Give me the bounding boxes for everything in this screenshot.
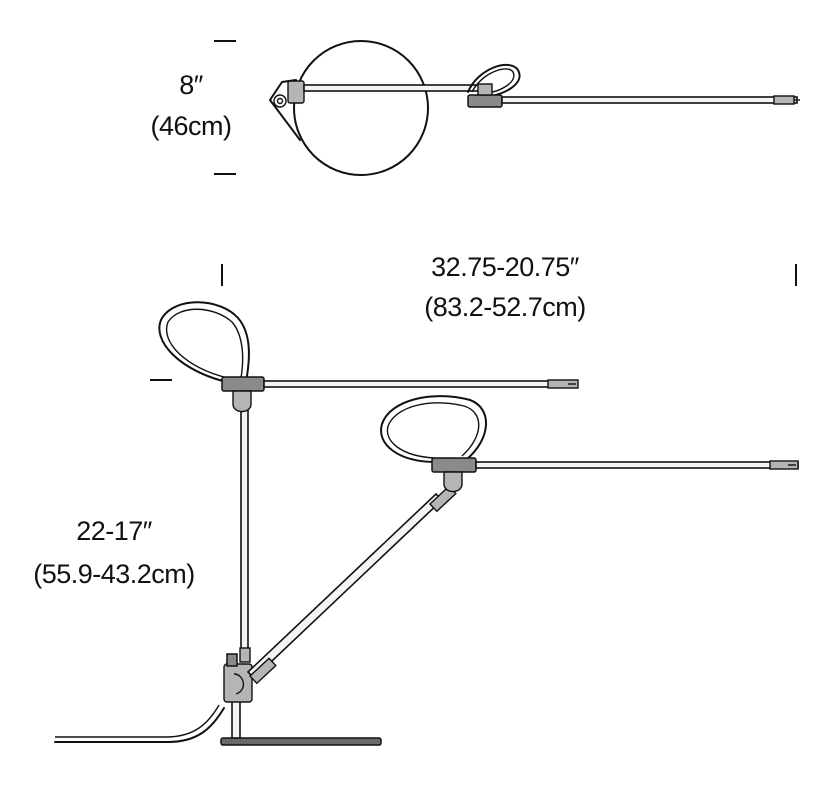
lowered-light-bar-end	[769, 460, 799, 470]
width-dimension-label-inches: 32.75-20.75″	[431, 252, 580, 282]
extended-cable-loop	[158, 301, 250, 384]
top-view: 8″ (46cm)	[150, 40, 800, 176]
top-view-cable-loop	[467, 64, 521, 98]
top-dimension-label-inches: 8″	[179, 70, 204, 100]
top-view-pivot-knob-inner	[276, 97, 284, 105]
lowered-cable-loop	[380, 395, 487, 463]
extended-cable-loop-inner	[165, 308, 244, 379]
base-joint	[223, 663, 253, 703]
side-view: 32.75-20.75″ (83.2-52.7cm) 22-17″ (55.9-…	[33, 252, 799, 746]
lowered-head-joint-knuckle	[443, 471, 463, 493]
top-dimension-label-cm: (46cm)	[150, 111, 231, 141]
extended-head-joint	[221, 376, 265, 392]
angled-arm-lower-sleeve	[249, 657, 277, 685]
lowered-light-bar	[475, 461, 799, 469]
extended-head-joint-knuckle	[232, 390, 252, 413]
top-view-head-joint	[467, 94, 503, 108]
base-joint-cap	[226, 653, 238, 667]
top-view-light-bar	[501, 96, 798, 104]
lowered-head-joint	[431, 457, 477, 473]
power-cable	[54, 707, 225, 743]
top-view-cable-loop-inner	[471, 68, 515, 94]
angled-arm	[246, 492, 444, 680]
top-view-light-bar-end	[773, 95, 795, 105]
extended-light-bar-end	[547, 379, 579, 389]
vertical-post	[240, 395, 249, 659]
top-view-lower-arm	[303, 84, 483, 92]
width-dimension-label-cm: (83.2-52.7cm)	[424, 292, 586, 322]
vertical-post-joint	[239, 647, 251, 663]
extended-light-bar	[263, 380, 578, 388]
lowered-cable-loop-inner	[386, 402, 480, 459]
top-view-joint-left	[287, 80, 305, 104]
top-view-head-joint-cap	[477, 83, 493, 96]
height-dimension-label-inches: 22-17″	[76, 516, 153, 546]
base-stem	[231, 699, 241, 739]
height-dimension-label-cm: (55.9-43.2cm)	[33, 559, 195, 589]
top-view-base-circle	[293, 40, 429, 176]
top-view-pivot-knob	[273, 94, 287, 108]
power-cable-inner	[55, 704, 220, 738]
base-plate	[220, 737, 382, 746]
base-joint-knob	[233, 673, 244, 695]
